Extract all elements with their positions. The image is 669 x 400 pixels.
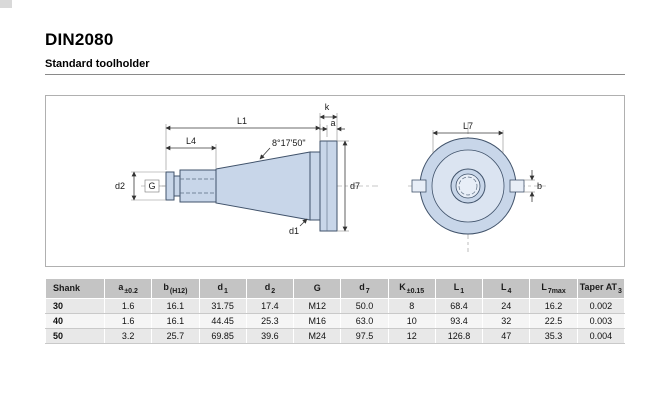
table-cell: 25.7 [151,328,200,344]
column-header: d7 [340,278,389,299]
dim-label-d1: d1 [289,226,299,236]
dim-label-d2: d2 [115,181,125,191]
drive-slot-right [509,179,525,193]
drive-slot-left [411,179,427,193]
thread-minor-circle [458,176,478,196]
table-cell: 0.004 [576,328,626,344]
column-header: d2 [245,278,295,299]
table-cell: 16.2 [529,298,578,314]
column-header: L1 [434,278,484,299]
table-cell: 22.5 [529,313,578,329]
column-header: Taper AT3 [576,278,626,299]
table-cell: 44.45 [198,313,247,329]
technical-drawing: d2 G L1 L4 k [115,102,546,252]
table-cell: 126.8 [434,328,484,344]
table-cell: M12 [293,298,342,314]
table-cell: 0.003 [576,313,626,329]
column-header: L7max [529,278,578,299]
table-cell: 1.6 [103,298,153,314]
d1-leader [299,218,308,227]
taper-body [215,151,311,221]
table-cell: 93.4 [434,313,484,329]
table-cell: 8 [387,298,436,314]
shank-neck-groove [173,175,181,197]
dim-label-L1: L1 [237,116,247,126]
column-header: a±0.2 [103,278,153,299]
column-header: G [293,278,342,299]
table-cell: 47 [482,328,531,344]
dim-label-k: k [325,102,330,112]
table-cell: 10 [387,313,436,329]
shank-cell: 30 [45,298,105,314]
table-cell: 32 [482,313,531,329]
shank-end-cap [165,171,175,201]
dim-label-angle: 8°17'50" [272,138,306,148]
page-subtitle: Standard toolholder [45,58,150,70]
column-header: d1 [198,278,247,299]
front-view: L7 b [408,121,546,252]
column-header: b(H12) [151,278,200,299]
column-header: Shank [45,278,105,299]
window-corner-artifact [0,0,12,8]
table-cell: 24 [482,298,531,314]
dim-label-L4: L4 [186,136,196,146]
angle-leader [259,147,271,160]
thread-bore-circle [455,173,481,199]
table-cell: 39.6 [245,328,295,344]
divider [45,74,625,75]
table-cell: M16 [293,313,342,329]
table-cell: 50.0 [340,298,389,314]
gauge-neck [309,151,321,221]
table-cell: 3.2 [103,328,153,344]
flange [319,140,338,232]
table-cell: 25.3 [245,313,295,329]
table-cell: 16.1 [151,313,200,329]
table-cell: 69.85 [198,328,247,344]
page-title: DIN2080 [45,30,114,49]
table-cell: 0.002 [576,298,626,314]
table-cell: 17.4 [245,298,295,314]
drawing-panel: d2 G L1 L4 k [45,95,625,267]
column-header: L4 [482,278,531,299]
table-cell: 68.4 [434,298,484,314]
shank-cell: 40 [45,313,105,329]
table-cell: 12 [387,328,436,344]
table-cell: 63.0 [340,313,389,329]
table-cell: 35.3 [529,328,578,344]
dim-label-b: b [537,181,542,191]
shank-collar [179,169,217,203]
table-cell: 97.5 [340,328,389,344]
side-view: d2 G L1 L4 k [115,102,378,236]
table-cell: 31.75 [198,298,247,314]
dim-label-L7: L7 [463,121,473,131]
dim-label-G: G [148,181,155,191]
dim-label-a: a [330,118,335,128]
table-cell: 16.1 [151,298,200,314]
shank-cell: 50 [45,328,105,344]
catalog-page: DIN2080 Standard toolholder [45,0,626,344]
column-header: K±0.15 [387,278,436,299]
dim-label-d7: d7 [350,181,360,191]
table-cell: 1.6 [103,313,153,329]
table-cell: M24 [293,328,342,344]
